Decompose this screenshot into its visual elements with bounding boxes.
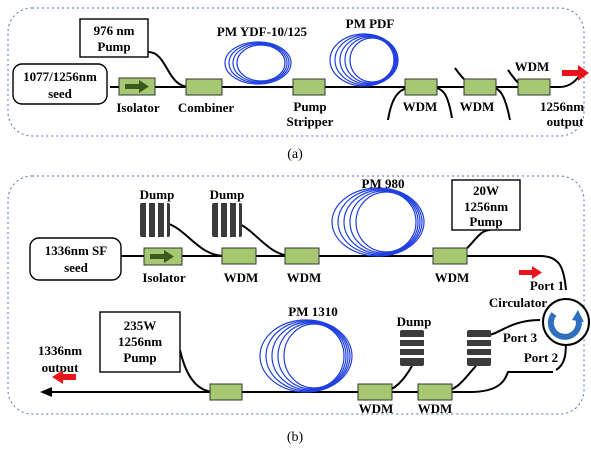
b-dump3-icon: [400, 330, 424, 366]
b-pump1-box: [451, 179, 521, 231]
a-pdf-label: PM PDF: [346, 16, 395, 31]
a-wdm2-block: [463, 78, 497, 96]
panel-b-border: [7, 175, 585, 415]
b-pump2-box: [99, 311, 181, 373]
a-output-label-1: 1256nm: [540, 99, 584, 114]
b-port2-label: Port 2: [524, 350, 558, 365]
b-port1-label: Port 1: [530, 278, 564, 293]
a-isolator-label: Isolator: [116, 100, 160, 115]
a-ydf-label: PM YDF-10/125: [217, 24, 308, 39]
a-ydf-coil: [224, 41, 292, 85]
b-pump2-label-2: 1256nm: [118, 334, 162, 349]
b-wdm5-label: WDM: [418, 401, 453, 416]
a-wdm3-block: [517, 78, 551, 96]
a-wdm1-label: WDM: [403, 99, 438, 114]
b-wdm3-label: WDM: [435, 270, 470, 285]
b-wdm5-block: [417, 383, 453, 401]
b-seed-label-1: 1336nm SF: [45, 243, 108, 258]
b-pump2-label-1: 235W: [124, 318, 157, 333]
b-lower-fiber: [52, 371, 553, 393]
b-wdm1-block: [221, 247, 257, 265]
b-wdm4-block: [357, 383, 393, 401]
b-output-tip-icon: [40, 387, 52, 397]
a-wdm3-label: WDM: [515, 59, 550, 74]
b-pump1-label-2: 1256nm: [464, 199, 508, 214]
b-pump2-label-3: Pump: [123, 350, 156, 365]
b-pump1-label-3: Pump: [469, 214, 502, 229]
a-pump-label-1: 976 nm: [94, 23, 135, 38]
a-output-arrow-icon: [562, 65, 589, 81]
b-isolator-label: Isolator: [142, 270, 186, 285]
b-output-label-2: output: [42, 360, 80, 375]
a-seed-label-2: seed: [48, 86, 73, 101]
b-dump2-label: Dump: [210, 187, 245, 202]
b-lower-block: [209, 383, 243, 401]
b-wdm2-label: WDM: [287, 270, 322, 285]
b-dump4-icon: [467, 330, 491, 366]
b-pm980-label: PM 980: [362, 176, 405, 191]
a-combiner-label: Combiner: [178, 100, 235, 115]
a-stripper-block: [292, 78, 326, 96]
a-isolator-arrow-icon: [125, 80, 149, 93]
a-stripper-label-2: Stripper: [287, 114, 334, 129]
b-wdm2-block: [284, 247, 320, 265]
b-pm980-coil: [331, 187, 425, 257]
b-port1-arrow-icon: [519, 266, 542, 279]
b-seed-box: [29, 237, 122, 281]
b-output-label-1: 1336nm: [38, 343, 82, 358]
a-seed-label-1: 1077/1256nm: [23, 69, 97, 84]
b-upper-fiber: [121, 255, 567, 291]
b-caption: (b): [287, 430, 304, 445]
b-output-arrow-icon: [52, 370, 76, 384]
b-circulator-label: Circulator: [489, 295, 547, 310]
a-pump-fiber: [147, 51, 191, 88]
b-port3-label: Port 3: [503, 330, 538, 345]
b-dump1-icon: [140, 203, 170, 237]
b-wdm4-label: WDM: [359, 401, 394, 416]
b-pm1310-label: PM 1310: [288, 304, 337, 319]
b-wdm3-block: [432, 247, 468, 265]
b-wdm1-label: WDM: [224, 270, 259, 285]
b-pump1-label-1: 20W: [473, 183, 499, 198]
b-dump3-label: Dump: [397, 314, 432, 329]
a-stripper-label-1: Pump: [293, 99, 326, 114]
a-pump-box: [79, 18, 149, 58]
a-output-label-2: output: [547, 114, 585, 129]
b-circulator-icon: [542, 298, 590, 346]
a-caption: (a): [287, 147, 303, 162]
b-seed-label-2: seed: [64, 260, 89, 275]
a-pump-label-2: Pump: [97, 39, 130, 54]
b-pm1310-coil: [259, 319, 353, 393]
a-combiner-block: [185, 78, 223, 96]
a-wdm1-block: [404, 78, 438, 96]
a-pdf-coil: [329, 33, 399, 87]
b-dump2-icon: [212, 203, 242, 237]
a-wdm2-label: WDM: [460, 99, 495, 114]
b-dump1-label: Dump: [140, 187, 175, 202]
b-isolator-arrow-icon: [150, 250, 174, 263]
a-seed-box: [12, 63, 108, 105]
